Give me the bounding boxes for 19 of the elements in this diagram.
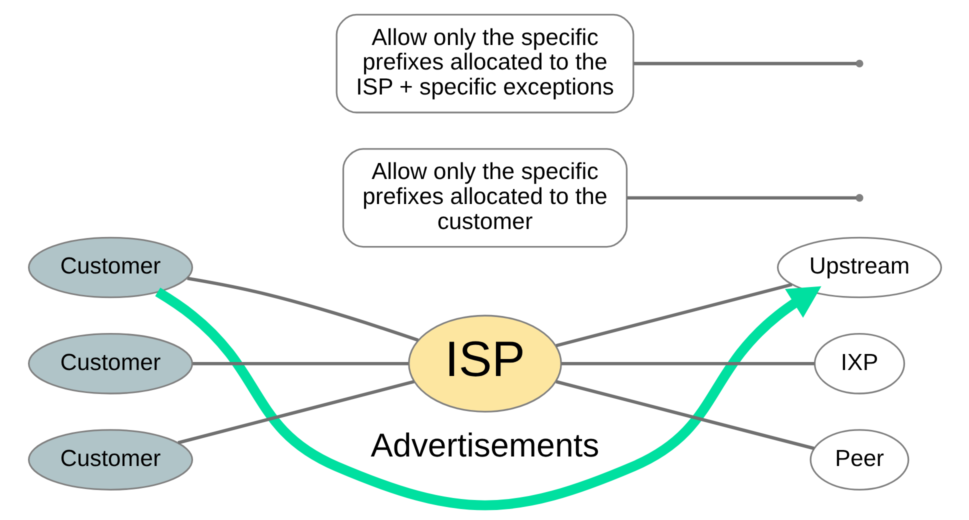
- connector: [555, 380, 814, 450]
- node-ellipse: Customer: [27, 236, 193, 298]
- node-ellipse: Upstream: [776, 236, 942, 298]
- connector: [633, 62, 856, 66]
- connector: [560, 362, 814, 366]
- node-box: Allow only the specific prefixes allocated to the ISP + specific exceptions: [335, 14, 634, 114]
- node-box: Allow only the specific prefixes allocated to the customer: [342, 148, 628, 248]
- connector: [177, 380, 414, 444]
- node-ellipse: IXP: [813, 332, 905, 394]
- connector: [192, 362, 408, 366]
- connector: [626, 196, 856, 200]
- node-ellipse: Customer: [27, 429, 193, 490]
- edge-label: Advertisements: [370, 427, 599, 464]
- arrow: [154, 286, 821, 510]
- node-ellipse: Peer: [809, 429, 909, 490]
- node-ellipse: ISP: [408, 314, 562, 413]
- connector: [186, 276, 418, 342]
- node-ellipse: Customer: [27, 332, 193, 394]
- connector: [555, 282, 792, 348]
